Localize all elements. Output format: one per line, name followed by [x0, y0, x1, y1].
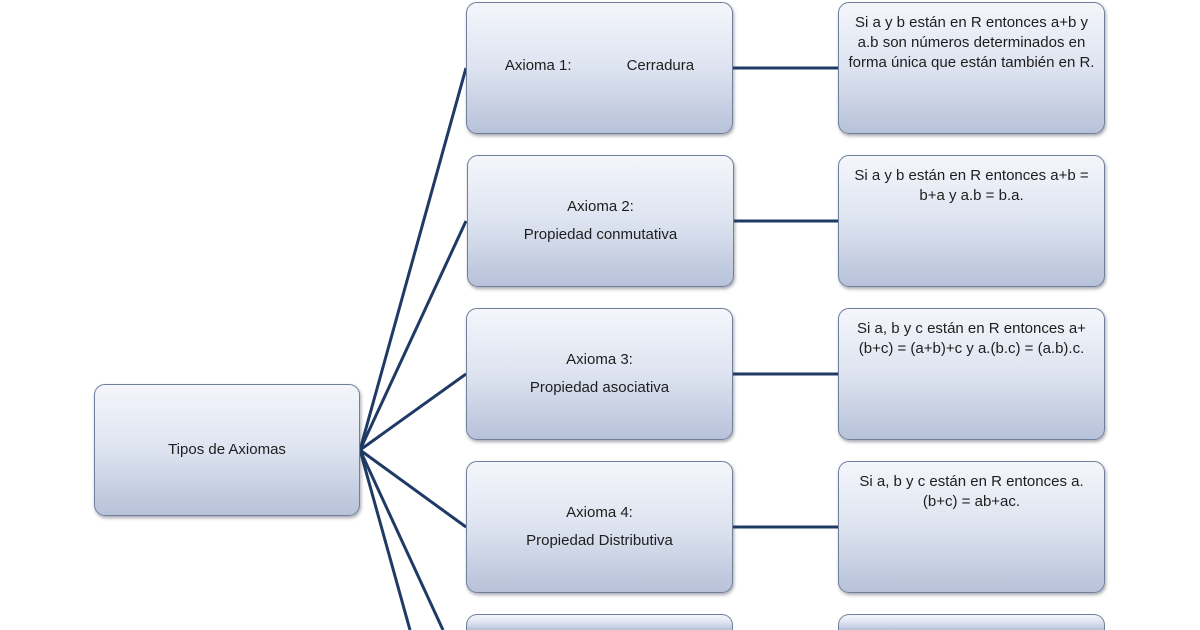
- axiom-2-name: Propiedad conmutativa: [523, 226, 678, 243]
- axiom-4-description: Si a, b y c están en R entonces a.(b+c) …: [859, 473, 1084, 510]
- root-node: Tipos de Axiomas: [94, 384, 360, 516]
- axiom-2-description-box: Si a y b están en R entonces a+b = b+a y…: [838, 155, 1105, 287]
- axiom-1-box: Axioma 1: Cerradura: [466, 2, 733, 134]
- axiom-2-box: Axioma 2: Propiedad conmutativa: [467, 155, 734, 287]
- axiom-3-box: Axioma 3: Propiedad asociativa: [466, 308, 733, 440]
- axiom-1-title: Axioma 1:: [504, 57, 572, 74]
- axiom-1-description-box: Si a y b están en R entonces a+b y a.b s…: [838, 2, 1105, 134]
- connector-root-axiom-6: [358, 449, 412, 630]
- axiom-2-description: Si a y b están en R entonces a+b = b+a y…: [854, 167, 1089, 204]
- connector-root-axiom-1: [358, 67, 468, 451]
- connector-root-axiom-3: [359, 372, 467, 452]
- connector-root-axiom-4: [359, 448, 467, 529]
- axiom-1-description: Si a y b están en R entonces a+b y a.b s…: [848, 14, 1095, 71]
- axiom-4-description-box: Si a, b y c están en R entonces a.(b+c) …: [838, 461, 1105, 593]
- axiom-3-name: Propiedad asociativa: [529, 379, 670, 396]
- axiom-4-box: Axioma 4: Propiedad Distributiva: [466, 461, 733, 593]
- axiom-3-description-box: Si a, b y c están en R entonces a+(b+c) …: [838, 308, 1105, 440]
- axiom-5-description-box-partial: [838, 614, 1105, 630]
- root-label: Tipos de Axiomas: [168, 441, 286, 458]
- axiom-4-title: Axioma 4:: [566, 504, 633, 521]
- axiom-2-title: Axioma 2:: [567, 198, 634, 215]
- axiom-3-description: Si a, b y c están en R entonces a+(b+c) …: [857, 320, 1086, 357]
- axiom-1-name: Cerradura: [626, 57, 695, 74]
- connector-root-axiom-5: [358, 449, 445, 630]
- axiom-3-title: Axioma 3:: [566, 351, 633, 368]
- connector-root-axiom-2: [358, 220, 468, 451]
- axiom-5-box-partial: [466, 614, 733, 630]
- axiom-4-name: Propiedad Distributiva: [526, 532, 673, 549]
